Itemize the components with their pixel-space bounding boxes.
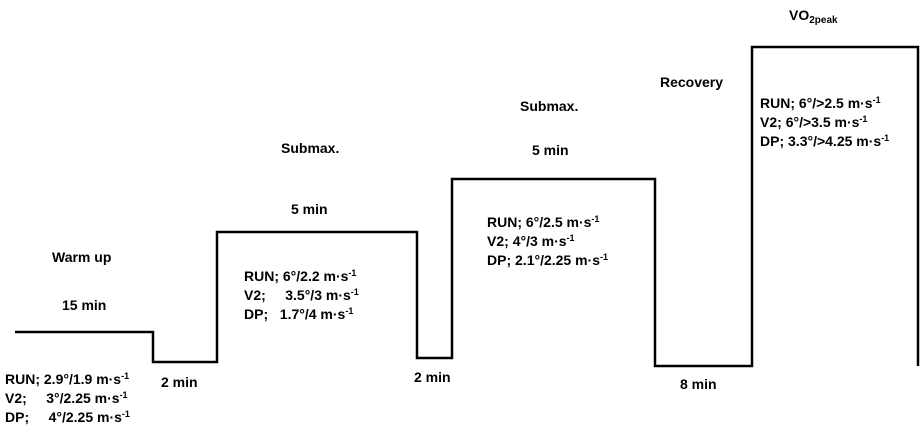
param-row: DP; 3.3°/>4.25 m·s-1 bbox=[760, 132, 889, 151]
param-row: V2; 3°/2.25 m·s-1 bbox=[5, 389, 130, 408]
param-exponent: -1 bbox=[566, 233, 575, 243]
param-value: 4°/2.25 m·s bbox=[48, 409, 122, 425]
param-label: DP; bbox=[487, 252, 512, 268]
submax2-title: Submax. bbox=[520, 98, 579, 114]
warmup-duration: 15 min bbox=[62, 297, 107, 313]
param-label: V2; bbox=[487, 233, 509, 249]
param-exponent: -1 bbox=[859, 114, 868, 124]
param-value: 6°/>3.5 m·s bbox=[785, 114, 860, 130]
param-row: RUN; 6°/>2.5 m·s-1 bbox=[760, 94, 889, 113]
param-value: 3.5°/3 m·s bbox=[285, 287, 351, 303]
param-exponent: -1 bbox=[119, 390, 128, 400]
param-label: RUN; bbox=[244, 268, 279, 284]
vo2peak-title-sub: 2peak bbox=[809, 15, 838, 26]
param-row: V2; 3.5°/3 m·s-1 bbox=[244, 286, 359, 305]
param-exponent: -1 bbox=[350, 287, 359, 297]
param-value: 4°/3 m·s bbox=[512, 233, 567, 249]
param-exponent: -1 bbox=[600, 252, 609, 262]
param-row: DP; 1.7°/4 m·s-1 bbox=[244, 305, 359, 324]
param-row: V2; 6°/>3.5 m·s-1 bbox=[760, 113, 889, 132]
param-row: DP; 2.1°/2.25 m·s-1 bbox=[487, 251, 608, 270]
param-row: RUN; 2.9°/1.9 m·s-1 bbox=[5, 370, 130, 389]
param-value: 3°/2.25 m·s bbox=[46, 390, 120, 406]
param-exponent: -1 bbox=[121, 409, 130, 419]
step-profile bbox=[15, 45, 920, 368]
param-exponent: -1 bbox=[872, 95, 881, 105]
vo2peak-title-main: VO bbox=[789, 7, 810, 23]
submax2-duration: 5 min bbox=[532, 142, 569, 158]
submax1-duration: 5 min bbox=[291, 201, 328, 217]
param-row: RUN; 6°/2.5 m·s-1 bbox=[487, 213, 608, 232]
param-exponent: -1 bbox=[591, 214, 600, 224]
param-value: 6°/2.2 m·s bbox=[282, 268, 349, 284]
param-label: DP; bbox=[244, 306, 269, 322]
submax1-params: RUN; 6°/2.2 m·s-1 V2; 3.5°/3 m·s-1 DP; 1… bbox=[244, 267, 359, 324]
param-exponent: -1 bbox=[881, 133, 890, 143]
param-label: DP; bbox=[760, 133, 785, 149]
param-label: V2; bbox=[244, 287, 266, 303]
warmup-params: RUN; 2.9°/1.9 m·s-1 V2; 3°/2.25 m·s-1 DP… bbox=[5, 370, 130, 427]
param-value: 1.7°/4 m·s bbox=[279, 306, 346, 322]
param-row: V2; 4°/3 m·s-1 bbox=[487, 232, 608, 251]
param-label: RUN; bbox=[760, 95, 795, 111]
param-value: 3.3°/>4.25 m·s bbox=[788, 133, 882, 149]
param-value: 2.9°/1.9 m·s bbox=[43, 371, 122, 387]
recovery-title: Recovery bbox=[660, 74, 724, 90]
submax2-params: RUN; 6°/2.5 m·s-1 V2; 4°/3 m·s-1 DP; 2.1… bbox=[487, 213, 608, 270]
param-label: RUN; bbox=[487, 214, 522, 230]
vo2peak-params: RUN; 6°/>2.5 m·s-1 V2; 6°/>3.5 m·s-1 DP;… bbox=[760, 94, 889, 151]
param-exponent: -1 bbox=[348, 268, 357, 278]
submax1-title: Submax. bbox=[281, 140, 340, 156]
param-exponent: -1 bbox=[121, 371, 130, 381]
param-label: RUN; bbox=[5, 371, 40, 387]
break2-duration: 2 min bbox=[414, 369, 451, 385]
param-row: RUN; 6°/2.2 m·s-1 bbox=[244, 267, 359, 286]
warmup-title: Warm up bbox=[52, 249, 112, 265]
param-value: 6°/2.5 m·s bbox=[525, 214, 592, 230]
param-value: 6°/>2.5 m·s bbox=[798, 95, 873, 111]
param-value: 2.1°/2.25 m·s bbox=[515, 252, 600, 268]
param-label: V2; bbox=[760, 114, 782, 130]
recovery-duration: 8 min bbox=[680, 376, 717, 392]
break1-duration: 2 min bbox=[161, 374, 198, 390]
param-label: V2; bbox=[5, 390, 27, 406]
param-label: DP; bbox=[5, 409, 30, 425]
vo2peak-title: VO2peak bbox=[789, 7, 838, 26]
param-exponent: -1 bbox=[345, 306, 354, 316]
param-row: DP; 4°/2.25 m·s-1 bbox=[5, 408, 130, 427]
